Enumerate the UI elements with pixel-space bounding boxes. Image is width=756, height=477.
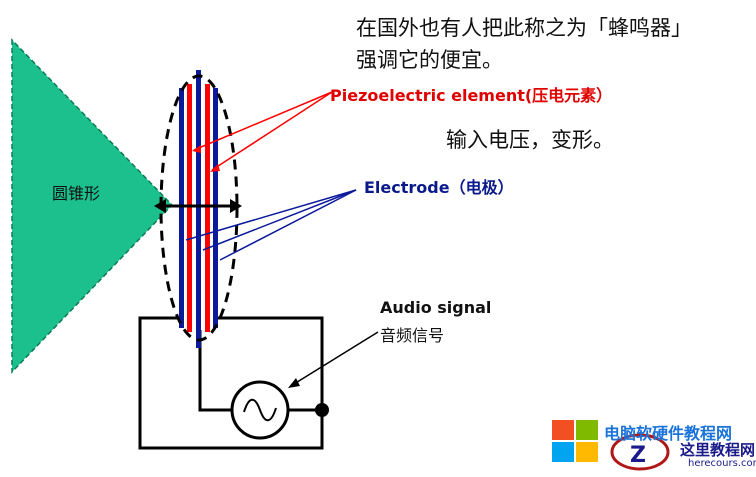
windows-logo-icon <box>552 420 598 462</box>
watermark-text: 电脑软硬件教程网 <box>604 424 733 443</box>
piezo-element-label: Piezoelectric element(压电元素） <box>330 86 613 105</box>
piezo-layer-right <box>205 84 210 332</box>
electrode-center <box>196 70 201 348</box>
sine-wave-icon <box>243 398 277 422</box>
piezo-pointer-1 <box>193 91 333 151</box>
arrow-head-right <box>230 199 242 213</box>
electrode-pointer-1 <box>185 189 357 241</box>
piezo-pointer-2-head <box>210 164 220 172</box>
site-logo-icon: Z <box>610 433 670 471</box>
electrode-pointer-2 <box>202 189 357 251</box>
svg-text:Z: Z <box>630 443 646 468</box>
audio-signal-label-zh: 音频信号 <box>380 326 445 345</box>
note-line-3: 输入电压，变形。 <box>446 128 614 152</box>
electrode-right <box>213 88 218 328</box>
circuit-inner-wire <box>198 330 232 412</box>
piezo-pointer-1-head <box>192 145 201 153</box>
cone-shape <box>11 38 174 374</box>
electrode-pointer-3 <box>219 189 357 261</box>
electrode-label: Electrode（电极） <box>364 178 514 197</box>
piezo-pointer-2 <box>211 91 333 171</box>
cone-label: 圆锥形 <box>52 184 101 203</box>
junction-dot <box>315 403 329 417</box>
note-line-1: 在国外也有人把此称之为「蜂鸣器」 <box>356 16 692 40</box>
circuit-outer-wire <box>138 316 324 450</box>
electrode-left <box>179 88 184 328</box>
audio-pointer <box>293 331 379 385</box>
arrow-head-left <box>154 199 166 213</box>
watermark-url: herecours.com <box>688 458 756 469</box>
audio-pointer-head <box>288 378 300 388</box>
note-line-2: 强调它的便宜。 <box>356 48 503 72</box>
watermark-site-name: 这里教程网 <box>680 441 756 459</box>
audio-signal-label: Audio signal <box>380 298 492 317</box>
piezo-layer-left <box>187 84 192 332</box>
